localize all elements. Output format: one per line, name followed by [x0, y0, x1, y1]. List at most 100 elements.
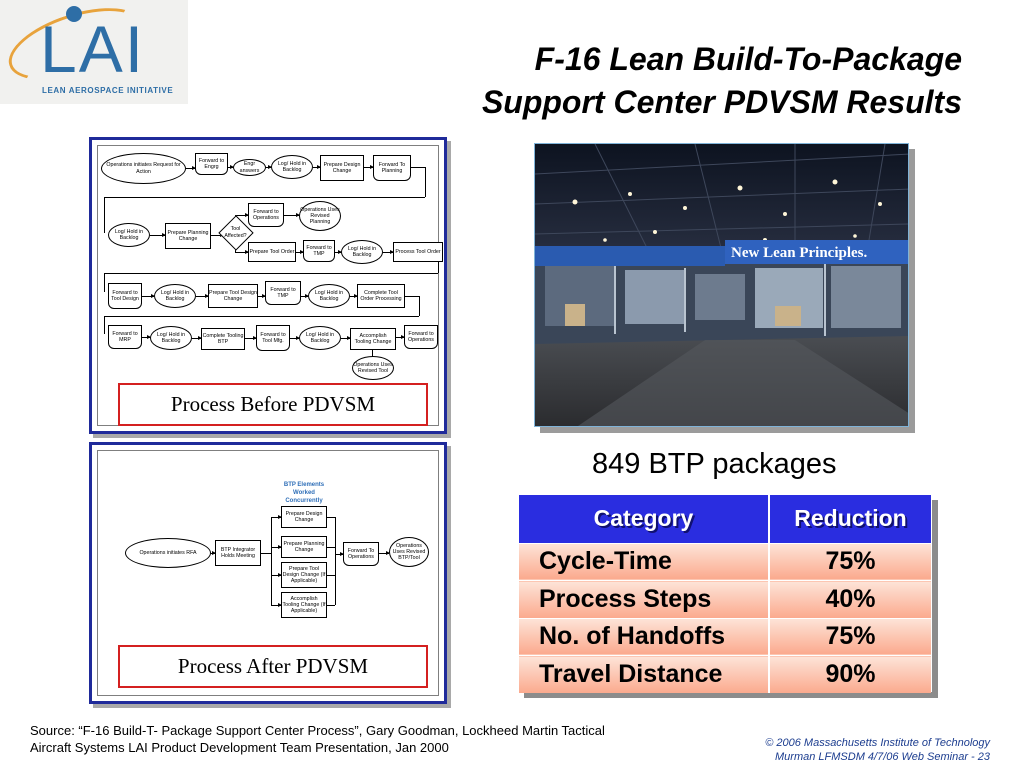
- category-cell: No. of Handoffs: [519, 617, 770, 656]
- column-header-category: Category: [519, 495, 770, 543]
- flow-node: Forward to Operations: [248, 203, 284, 227]
- flow-node: Log/ Hold in Backlog: [150, 326, 192, 350]
- process-after-flowchart: BTP Elements Worked Concurrently Operati…: [98, 451, 438, 695]
- category-cell: Cycle-Time: [519, 542, 770, 581]
- flow-arrow: [364, 165, 374, 169]
- flow-node: Engr answers: [233, 159, 266, 176]
- source-citation: Source: “F-16 Build-T- Package Support C…: [30, 722, 690, 756]
- flow-node: Log/ Hold in Backlog: [108, 223, 150, 247]
- flow-connector: [425, 167, 426, 197]
- flow-arrow: [396, 335, 405, 339]
- flow-node: Log/ Hold in Backlog: [341, 240, 383, 264]
- flow-connector: [104, 273, 438, 274]
- flow-node: Forward to Engrg: [195, 153, 228, 175]
- flow-node: Prepare Design Change: [281, 506, 327, 528]
- flow-arrow: [228, 165, 234, 169]
- flow-arrow: [383, 250, 394, 254]
- flow-connector: [327, 517, 335, 518]
- flow-arrow: [192, 336, 202, 340]
- flow-arrow: [271, 515, 282, 519]
- flow-arrow: [150, 233, 166, 237]
- copyright-line-2: Murman LFMSDM 4/7/06 Web Seminar - 23: [775, 751, 990, 763]
- flow-node: Operations Uses Revised Planning: [299, 201, 341, 231]
- flow-connector: [271, 517, 272, 605]
- flow-node: Complete Tooling BTP: [201, 328, 245, 350]
- process-after-caption: Process After PDVSM: [118, 645, 428, 688]
- flow-connector: [419, 296, 420, 316]
- reduction-cell: 90%: [769, 655, 931, 693]
- btp-elements-heading: BTP Elements Worked Concurrently: [283, 482, 325, 504]
- title-line-1: F-16 Lean Build-To-Package: [534, 41, 962, 77]
- flow-arrow: [245, 336, 257, 340]
- column-header-reduction: Reduction: [769, 495, 931, 543]
- flow-node: Operations Uses Revised Tool: [352, 356, 394, 380]
- table-row: Process Steps 40%: [519, 580, 931, 618]
- logo-dot: [66, 6, 82, 22]
- lai-logo: LAI LEAN AEROSPACE INITIATIVE: [0, 0, 188, 104]
- source-line-2: Aircraft Systems LAI Product Development…: [30, 740, 449, 755]
- table-row: No. of Handoffs 75%: [519, 617, 931, 656]
- flow-node: Forward to Operations: [404, 325, 438, 349]
- flow-connector: [438, 262, 439, 273]
- flow-node: Operations initiates RFA: [125, 538, 211, 568]
- flow-node: Operations initiates Request for Action: [101, 153, 186, 184]
- slide-title: F-16 Lean Build-To-Package Support Cente…: [322, 38, 962, 124]
- flow-arrow: [142, 335, 151, 339]
- flow-connector: [405, 296, 419, 297]
- flow-connector: [104, 197, 105, 233]
- flow-connector: [372, 350, 373, 358]
- flow-arrow: [271, 545, 282, 549]
- copyright-notice: © 2006 Massachusetts Institute of Techno…: [690, 736, 990, 764]
- btp-packages-count: 849 BTP packages: [592, 448, 837, 480]
- logo-subtitle: LEAN AEROSPACE INITIATIVE: [42, 86, 174, 95]
- flow-arrow: [335, 552, 344, 556]
- source-line-1: Source: “F-16 Build-T- Package Support C…: [30, 723, 605, 738]
- flow-arrow: [379, 551, 390, 555]
- flow-node: Forward To Planning: [373, 155, 411, 181]
- flow-arrow: [350, 294, 358, 298]
- flow-node: Prepare Tool Design Change: [208, 284, 258, 308]
- flow-arrow: [266, 165, 272, 169]
- flow-arrow: [335, 250, 342, 254]
- flow-node: Log/ Hold in Backlog: [154, 284, 196, 308]
- flow-decision: Tool Affected?: [219, 216, 252, 249]
- flow-node: Forward to TMP: [303, 240, 335, 262]
- flow-node: Log/ Hold in Backlog: [271, 155, 313, 179]
- process-after-panel: BTP Elements Worked Concurrently Operati…: [89, 442, 447, 704]
- flow-arrow: [235, 250, 249, 254]
- reduction-cell: 40%: [769, 580, 931, 618]
- photo-illustration: New Lean Principles.: [535, 144, 908, 426]
- results-table: Category Reduction Cycle-Time 75% Proces…: [518, 494, 932, 693]
- flow-node: Forward to MRP: [108, 325, 142, 349]
- flow-connector: [335, 517, 336, 605]
- flow-connector: [327, 575, 335, 576]
- photo-banner-text: New Lean Principles.: [731, 245, 867, 261]
- flow-node: Forward To Operations: [343, 542, 379, 566]
- flow-node: Accomplish Tooling Change (If Applicable…: [281, 592, 327, 618]
- flow-arrow: [186, 166, 196, 170]
- flow-connector: [104, 273, 105, 292]
- flow-node: Process Tool Order: [393, 242, 443, 262]
- flow-arrow: [284, 213, 300, 217]
- flow-arrow: [142, 294, 155, 298]
- flow-arrow: [296, 250, 304, 254]
- flow-node: Prepare Tool Design Change (If Applicabl…: [281, 562, 327, 588]
- flow-node: Forward to Tool Mfg.: [256, 325, 290, 351]
- flow-node: Prepare Design Change: [320, 155, 364, 181]
- flow-node: Prepare Tool Order: [248, 242, 296, 262]
- category-cell: Travel Distance: [519, 655, 770, 693]
- flow-arrow: [196, 294, 209, 298]
- flow-node: Prepare Planning Change: [165, 223, 211, 249]
- flow-arrow: [341, 336, 351, 340]
- title-line-2: Support Center PDVSM Results: [481, 84, 962, 120]
- support-center-photo: New Lean Principles.: [534, 143, 909, 427]
- flow-arrow: [258, 294, 266, 298]
- flow-node: Complete Tool Order Processing: [357, 284, 405, 308]
- flow-connector: [327, 605, 335, 606]
- flow-node: Log/ Hold in Backlog: [308, 284, 350, 308]
- reduction-cell: 75%: [769, 542, 931, 581]
- flow-arrow: [271, 603, 282, 607]
- flow-node: Forward to TMP: [265, 281, 301, 305]
- flow-arrow: [211, 551, 216, 555]
- flow-connector: [327, 547, 335, 548]
